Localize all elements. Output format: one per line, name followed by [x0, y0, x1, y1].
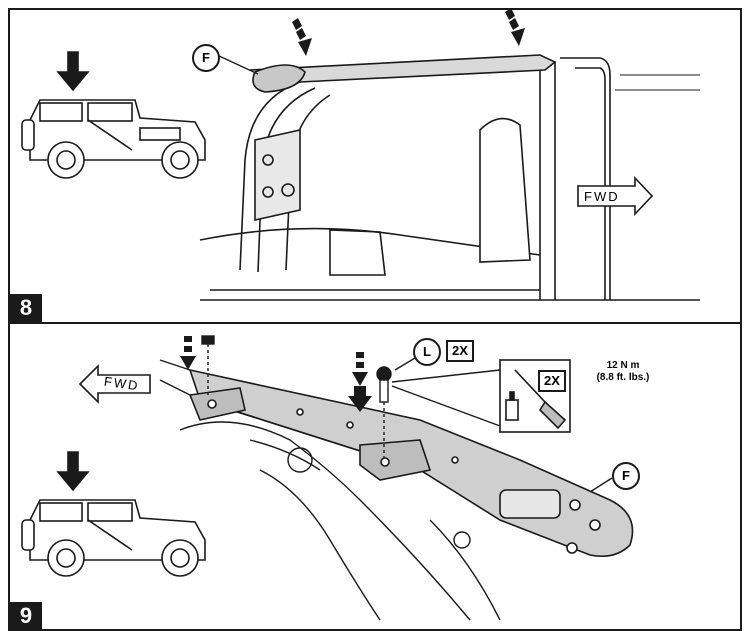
mirror-part-f: [252, 64, 306, 93]
quantity-box-l: 2X: [446, 340, 474, 362]
step-number-9: 9: [10, 602, 42, 630]
push-arrows-step8: [292, 8, 525, 56]
bolt-left: [201, 335, 215, 398]
roof-rail-bracket: [188, 368, 634, 558]
torque-imperial: (8.8 ft. lbs.): [596, 372, 650, 383]
callout-f-step9: F: [612, 462, 640, 490]
roll-cage-drawing: [199, 54, 700, 301]
fwd-arrow-step8: [577, 175, 654, 217]
page-frame: [8, 8, 742, 631]
tool-leader-top: [391, 369, 501, 383]
down-arrow-icon-step9: [56, 451, 90, 492]
torque-spec: 12 N m (8.8 ft. lbs.): [578, 360, 668, 384]
fwd-label-step8: FWD: [584, 189, 620, 204]
callout-l-step9: L: [413, 338, 441, 366]
tool-leader-bottom: [391, 385, 501, 427]
callout-f-step8: F: [192, 44, 220, 72]
callout-f-leader: [216, 54, 259, 75]
push-arrows-step9: [180, 336, 372, 412]
torque-metric: 12 N m: [606, 360, 640, 371]
vehicle-icon-step9: [21, 451, 206, 577]
step-divider: [8, 322, 742, 324]
callout-l-leader: [394, 357, 416, 371]
down-arrow-icon: [56, 51, 90, 92]
bolt-right: [376, 366, 392, 458]
step-number-8: 8: [10, 294, 42, 322]
body-panel: [159, 359, 501, 621]
fwd-arrow-step9: [78, 364, 151, 404]
quantity-box-tool: 2X: [538, 370, 566, 392]
callout-f9-leader: [589, 477, 613, 493]
vehicle-icon-step8: [21, 51, 206, 179]
